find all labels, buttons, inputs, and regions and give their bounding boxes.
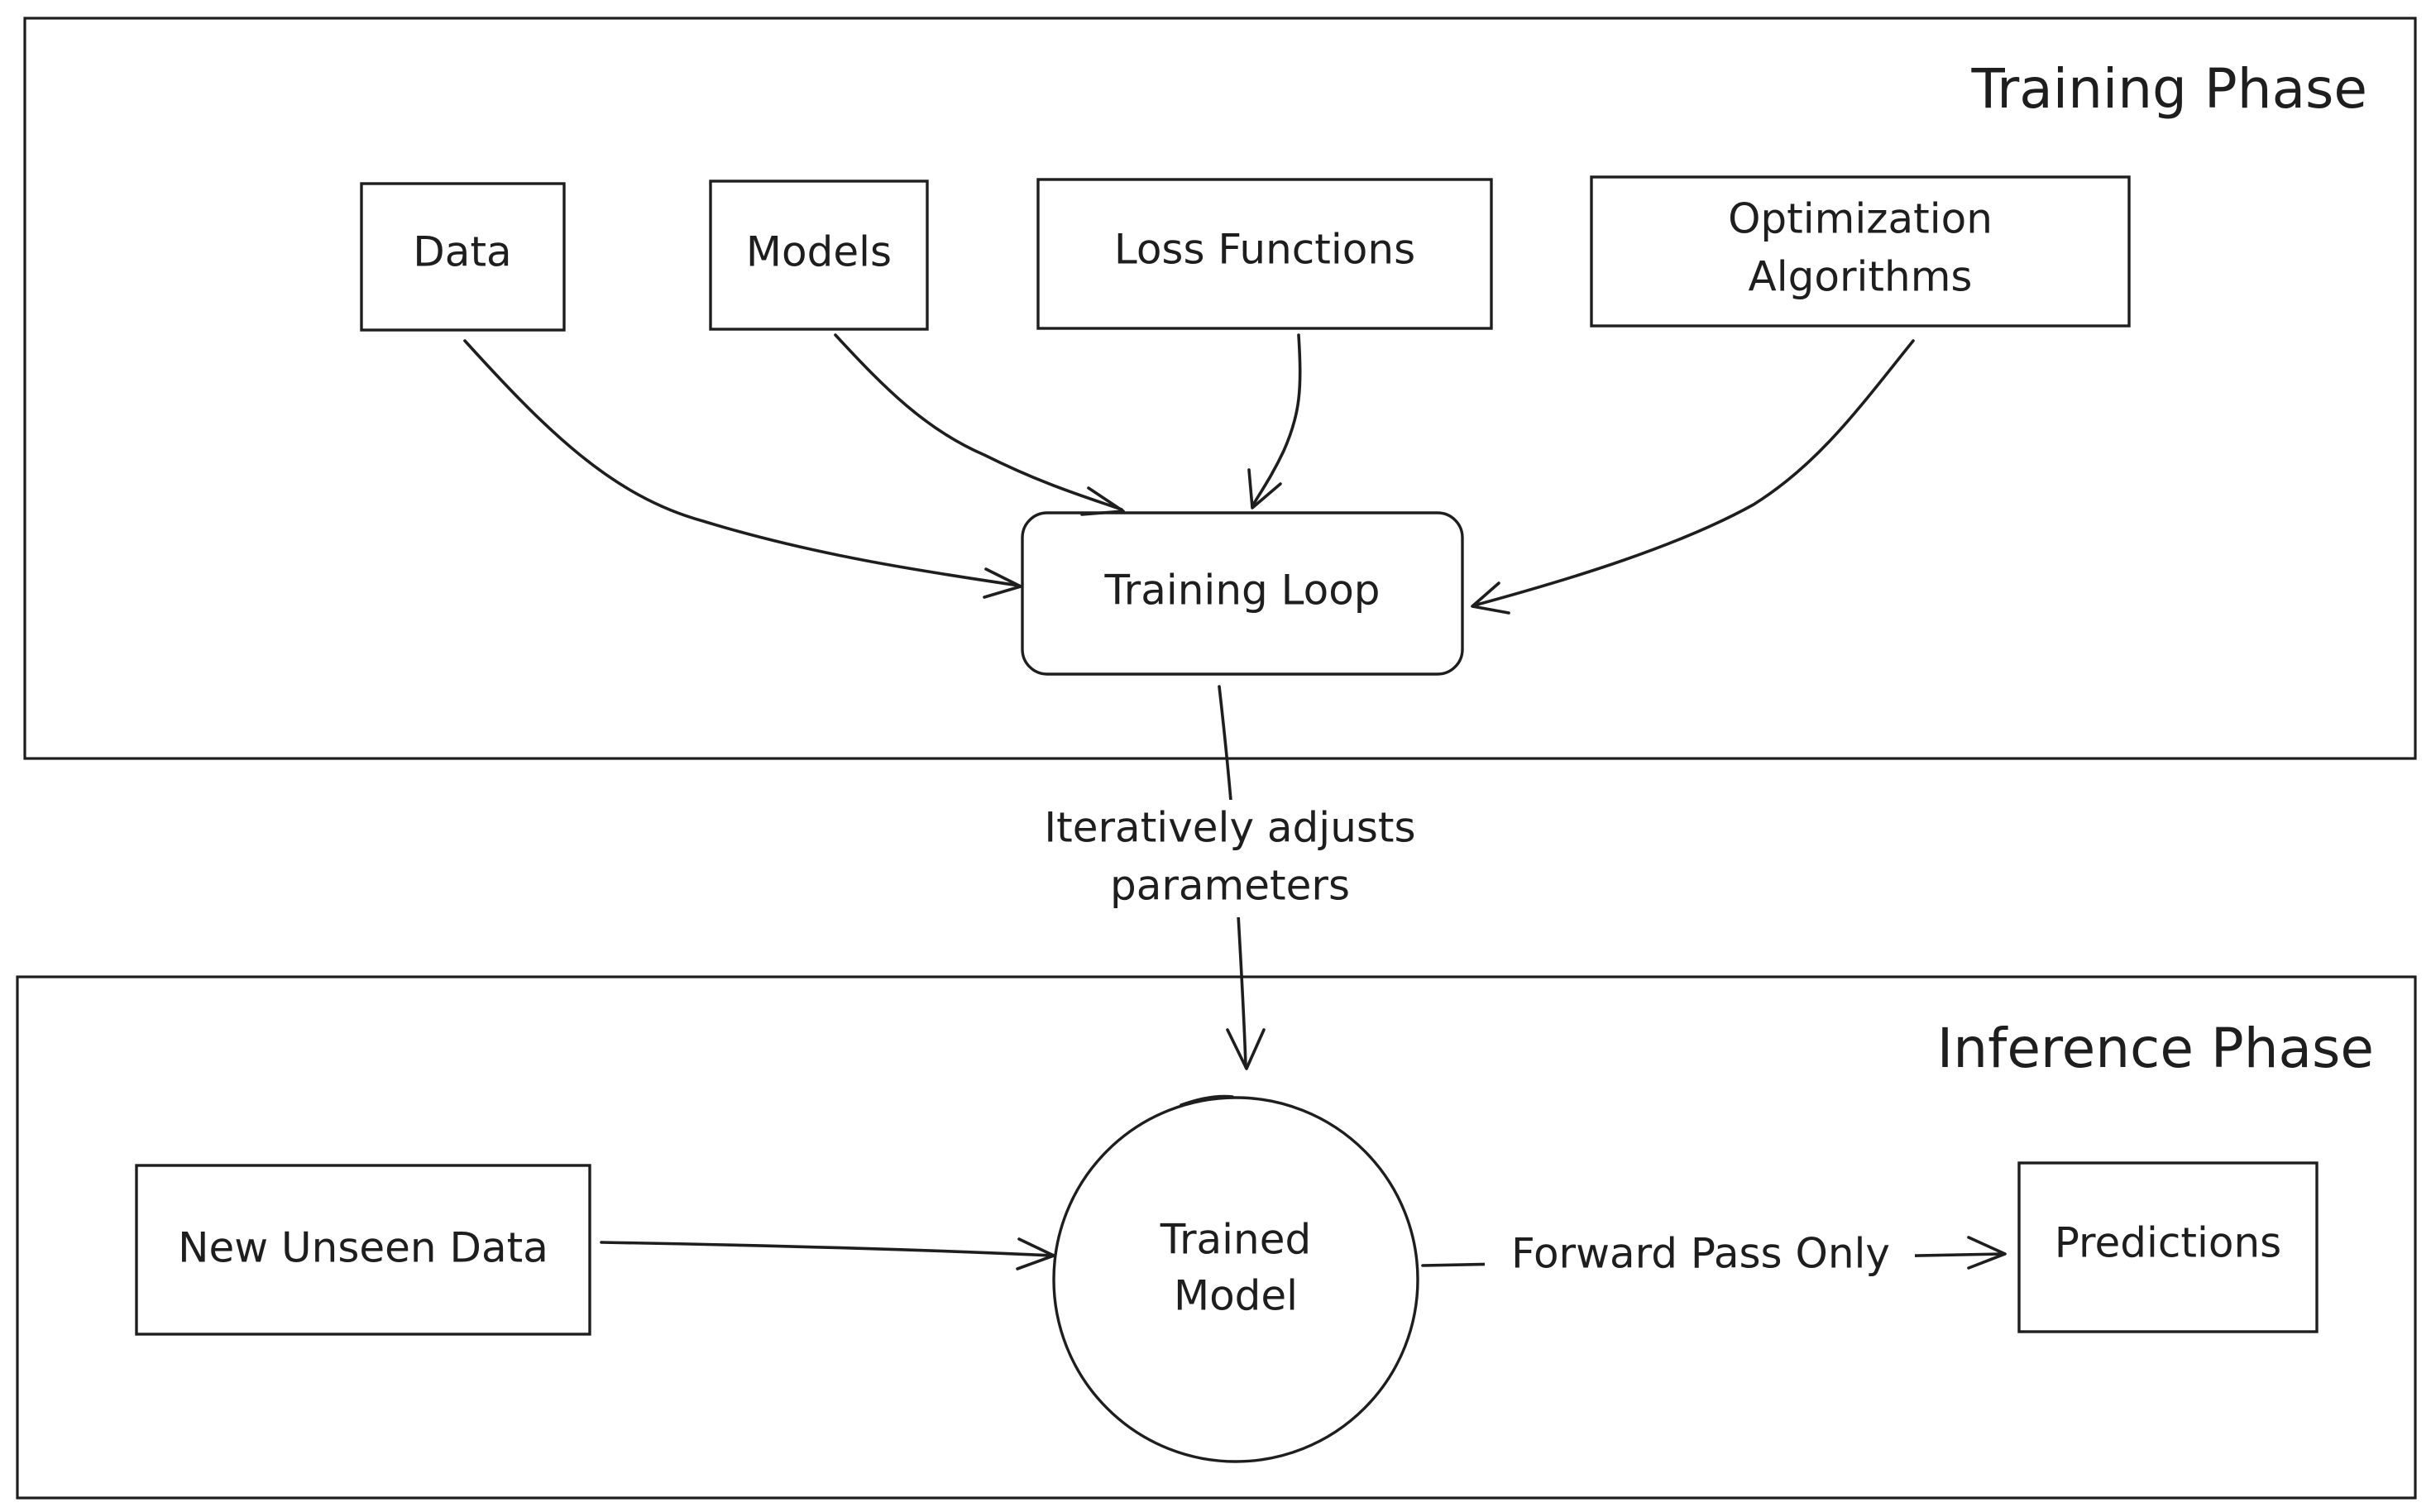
inference-phase-title: Inference Phase	[1937, 1017, 2374, 1080]
forward-pass-label: Forward Pass Only	[1511, 1230, 1890, 1278]
arrowhead-new-data-to-trained-model	[1016, 1237, 1055, 1270]
new-unseen-data-label: New Unseen Data	[178, 1224, 548, 1272]
arrowhead-trained-model-to-predictions	[1967, 1236, 2007, 1270]
arrow-new-data-to-trained-model	[600, 1241, 1054, 1257]
data-node-label: Data	[413, 228, 511, 276]
arrowhead-training-loop-to-trained-model	[1226, 1028, 1266, 1070]
training-loop-node-label: Training Loop	[1103, 567, 1380, 615]
trained-model-node	[1052, 1096, 1419, 1463]
trained-model-label-line1: Trained	[1160, 1216, 1311, 1264]
trained-model-sketch-stroke	[1180, 1094, 1234, 1107]
predictions-node	[2017, 1161, 2319, 1333]
arrowhead-optimization-to-training-loop	[1471, 581, 1510, 615]
models-node	[709, 179, 929, 331]
optimization-algorithms-label-line2: Algorithms	[1749, 253, 1973, 301]
loss-functions-node-label: Loss Functions	[1114, 226, 1415, 274]
arrow-models-to-training-loop	[834, 333, 1123, 511]
optimization-algorithms-node	[1590, 175, 2131, 328]
arrowhead-data-to-training-loop	[983, 567, 1022, 599]
arrowhead-models-to-training-loop	[1080, 486, 1125, 516]
connector-label-line1: Iteratively adjusts	[1044, 804, 1415, 852]
new-unseen-data-node	[135, 1164, 591, 1336]
optimization-algorithms-label-line1: Optimization	[1728, 195, 1993, 243]
arrow-optimization-to-training-loop	[1472, 339, 1915, 607]
trained-model-label-line2: Model	[1174, 1272, 1298, 1320]
training-phase-frame	[23, 17, 2417, 760]
training-phase-title: Training Phase	[1971, 57, 2367, 121]
arrow-loss-to-training-loop	[1251, 333, 1302, 508]
training-loop-node	[1021, 511, 1464, 676]
arrow-data-to-training-loop	[463, 339, 1021, 587]
connector-label-line2: parameters	[1110, 862, 1350, 910]
inference-phase-frame	[16, 975, 2417, 1500]
arrowhead-loss-to-training-loop	[1247, 468, 1282, 510]
data-node	[360, 182, 566, 332]
models-node-label: Models	[746, 228, 892, 276]
loss-functions-node	[1036, 178, 1493, 330]
predictions-label: Predictions	[2055, 1219, 2281, 1267]
